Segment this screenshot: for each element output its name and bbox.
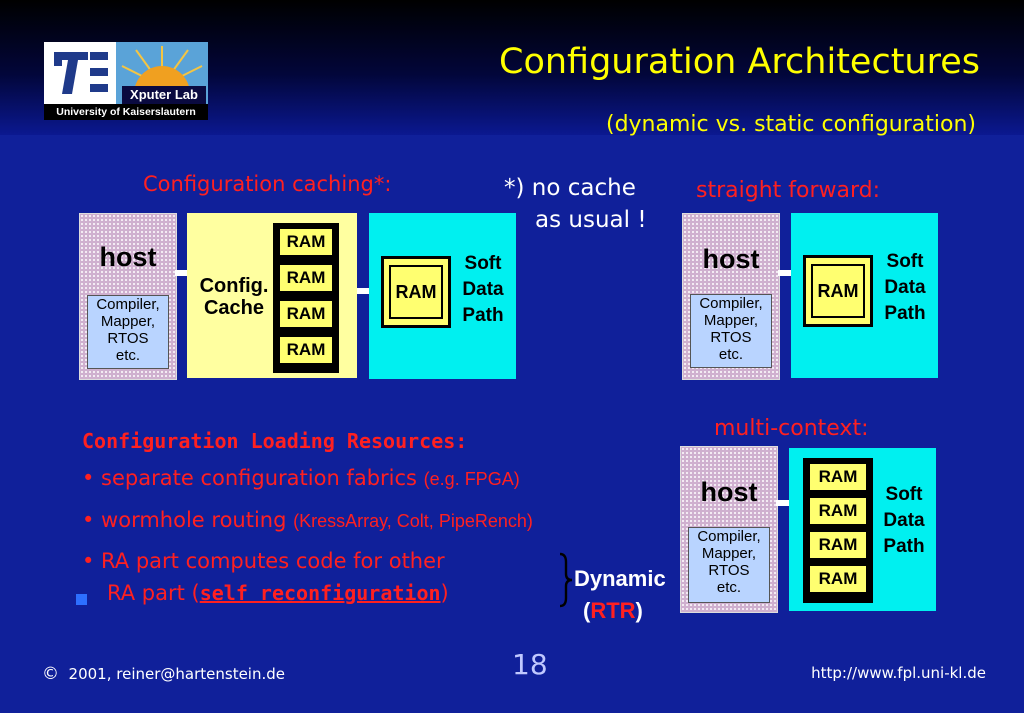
host-sub-line: Mapper, <box>703 312 759 329</box>
copyright-line: © 2001, reiner@hartenstein.de <box>42 664 285 684</box>
page-title: Configuration Architectures <box>499 42 980 82</box>
resource-item: • RA part computes code for other <box>82 549 445 573</box>
multi-context-heading: multi-context: <box>714 416 869 441</box>
connector-line <box>175 270 187 276</box>
sdp-line: Data <box>883 510 925 531</box>
dynamic-label: Dynamic <box>574 566 666 591</box>
sdp-line: Data <box>462 279 504 300</box>
host-sub-line: RTOS <box>107 330 149 347</box>
ram-stack: RAM RAM RAM RAM <box>803 458 873 603</box>
host-sub-line: RTOS <box>710 329 752 346</box>
soft-data-path-block: RAM Soft Data Path <box>369 213 516 379</box>
logo-mark-icon <box>44 42 116 104</box>
rtr-paren: ) <box>635 598 643 623</box>
host-sub-line: Compiler, <box>699 295 763 312</box>
host-software-box: Compiler, Mapper, RTOS etc. <box>690 294 772 368</box>
host-sub-line: Compiler, <box>96 296 160 313</box>
note-line: *) no cache <box>504 175 636 201</box>
self-reconfig-post: ) <box>440 581 449 605</box>
copyright-text: 2001, reiner@hartenstein.de <box>68 665 285 683</box>
ram-cell: RAM <box>278 263 334 293</box>
ram-cell: RAM <box>278 335 334 365</box>
brace-icon <box>559 552 573 608</box>
cache-label-line: Config. <box>199 275 269 297</box>
resource-item-main: • wormhole routing <box>82 508 287 532</box>
data-ram: RAM <box>811 264 865 318</box>
cache-label-line: Cache <box>203 297 265 319</box>
sdp-line: Soft <box>885 484 923 505</box>
resource-item-main: • separate configuration fabrics <box>82 466 417 490</box>
host-software-box: Compiler, Mapper, RTOS etc. <box>87 295 169 369</box>
resources-heading: Configuration Loading Resources: <box>82 429 468 453</box>
ram-cell: RAM <box>808 462 868 492</box>
config-cache-label: Config. Cache <box>193 275 275 319</box>
page-number: 18 <box>512 648 548 681</box>
host-sub-line: Mapper, <box>100 313 156 330</box>
ram-cell: RAM <box>808 564 868 594</box>
resource-item-aside: (KressArray, Colt, PipeRench) <box>293 511 533 531</box>
copyright-symbol: © <box>42 664 59 684</box>
note-line: as usual ! <box>535 207 647 233</box>
resource-item-aside: (e.g. FPGA) <box>423 469 520 489</box>
sdp-line: Soft <box>464 253 502 274</box>
host-sub-line: Compiler, <box>697 528 761 545</box>
host-software-box: Compiler, Mapper, RTOS etc. <box>688 527 770 603</box>
straight-forward-heading: straight forward: <box>696 178 881 203</box>
connector-line <box>357 288 369 294</box>
self-reconfiguration-term: self reconfiguration <box>199 581 441 605</box>
soft-data-path-block: RAM Soft Data Path <box>791 213 938 378</box>
university-logo: Xputer Lab University of Kaiserslautern <box>44 42 208 120</box>
data-ram-frame: RAM <box>803 255 873 327</box>
sdp-line: Path <box>883 536 925 557</box>
ram-stack: RAM RAM RAM RAM <box>273 223 339 373</box>
data-ram: RAM <box>389 265 443 319</box>
soft-data-path-label: Soft Data Path <box>455 251 511 329</box>
host-label: host <box>700 477 758 507</box>
host-sub-line: Mapper, <box>701 545 757 562</box>
host-block: host Compiler, Mapper, RTOS etc. <box>79 213 177 380</box>
caching-heading: Configuration caching*: <box>143 172 392 196</box>
self-reconfig-pre: RA part ( <box>107 581 200 605</box>
host-sub-line: etc. <box>718 346 744 363</box>
resource-item: • separate configuration fabrics (e.g. F… <box>82 466 520 490</box>
ram-cell: RAM <box>278 299 334 329</box>
host-sub-line: etc. <box>716 579 742 596</box>
ram-cell: RAM <box>278 227 334 257</box>
ram-cell: RAM <box>808 496 868 526</box>
host-block: host Compiler, Mapper, RTOS etc. <box>682 213 780 380</box>
soft-data-path-label: Soft Data Path <box>877 482 931 560</box>
logo-lab-name: Xputer Lab <box>122 86 206 104</box>
ram-cell: RAM <box>808 530 868 560</box>
soft-data-path-block: RAM RAM RAM RAM Soft Data Path <box>789 448 936 611</box>
rtr-paren: ( <box>583 598 591 623</box>
soft-data-path-label: Soft Data Path <box>877 249 933 327</box>
rtr-term: RTR <box>590 598 636 623</box>
sdp-line: Path <box>884 303 926 324</box>
sdp-line: Soft <box>886 251 924 272</box>
config-cache-block: Config. Cache RAM RAM RAM RAM <box>187 213 357 378</box>
sdp-line: Path <box>462 305 504 326</box>
data-ram-frame: RAM <box>381 256 451 328</box>
rtr-label: (RTR) <box>583 598 643 624</box>
sdp-line: Data <box>884 277 926 298</box>
no-cache-note: *) no cache as usual ! <box>504 172 647 236</box>
host-sub-line: RTOS <box>708 562 750 579</box>
host-label: host <box>702 244 760 274</box>
resource-item: • wormhole routing (KressArray, Colt, Pi… <box>82 508 533 532</box>
host-block: host Compiler, Mapper, RTOS etc. <box>680 446 778 613</box>
host-label: host <box>99 242 157 272</box>
host-sub-line: etc. <box>115 347 141 364</box>
connector-line <box>776 500 789 506</box>
resource-item: RA part (self reconfiguration) <box>107 581 449 605</box>
footer-url[interactable]: http://www.fpl.uni-kl.de <box>811 664 986 682</box>
logo-university-name: University of Kaiserslautern <box>44 104 208 120</box>
connector-line <box>778 270 791 276</box>
page-subtitle: (dynamic vs. static configuration) <box>605 112 976 137</box>
bullet-square-icon <box>76 594 87 605</box>
